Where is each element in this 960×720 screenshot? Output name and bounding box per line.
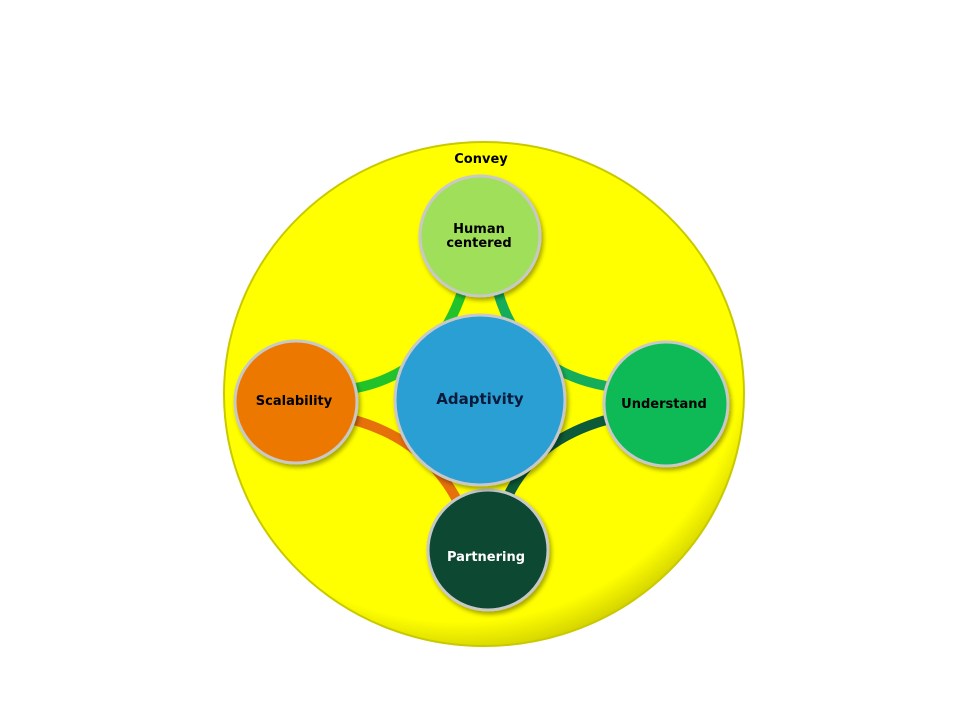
node-scalability-label: Scalability (256, 394, 333, 409)
node-understand[interactable] (602, 340, 730, 468)
outer-label: Convey (454, 152, 508, 167)
node-adaptivity[interactable] (393, 313, 567, 487)
node-human-centered-label-2: centered (446, 236, 511, 251)
center-label: Adaptivity (436, 390, 524, 408)
node-partnering[interactable] (426, 488, 550, 612)
node-scalability[interactable] (233, 339, 359, 465)
node-human-centered-label-1: Human (453, 222, 505, 237)
node-partnering-label: Partnering (447, 550, 525, 565)
node-human-centered[interactable] (418, 174, 542, 298)
node-understand-label: Understand (621, 397, 707, 412)
